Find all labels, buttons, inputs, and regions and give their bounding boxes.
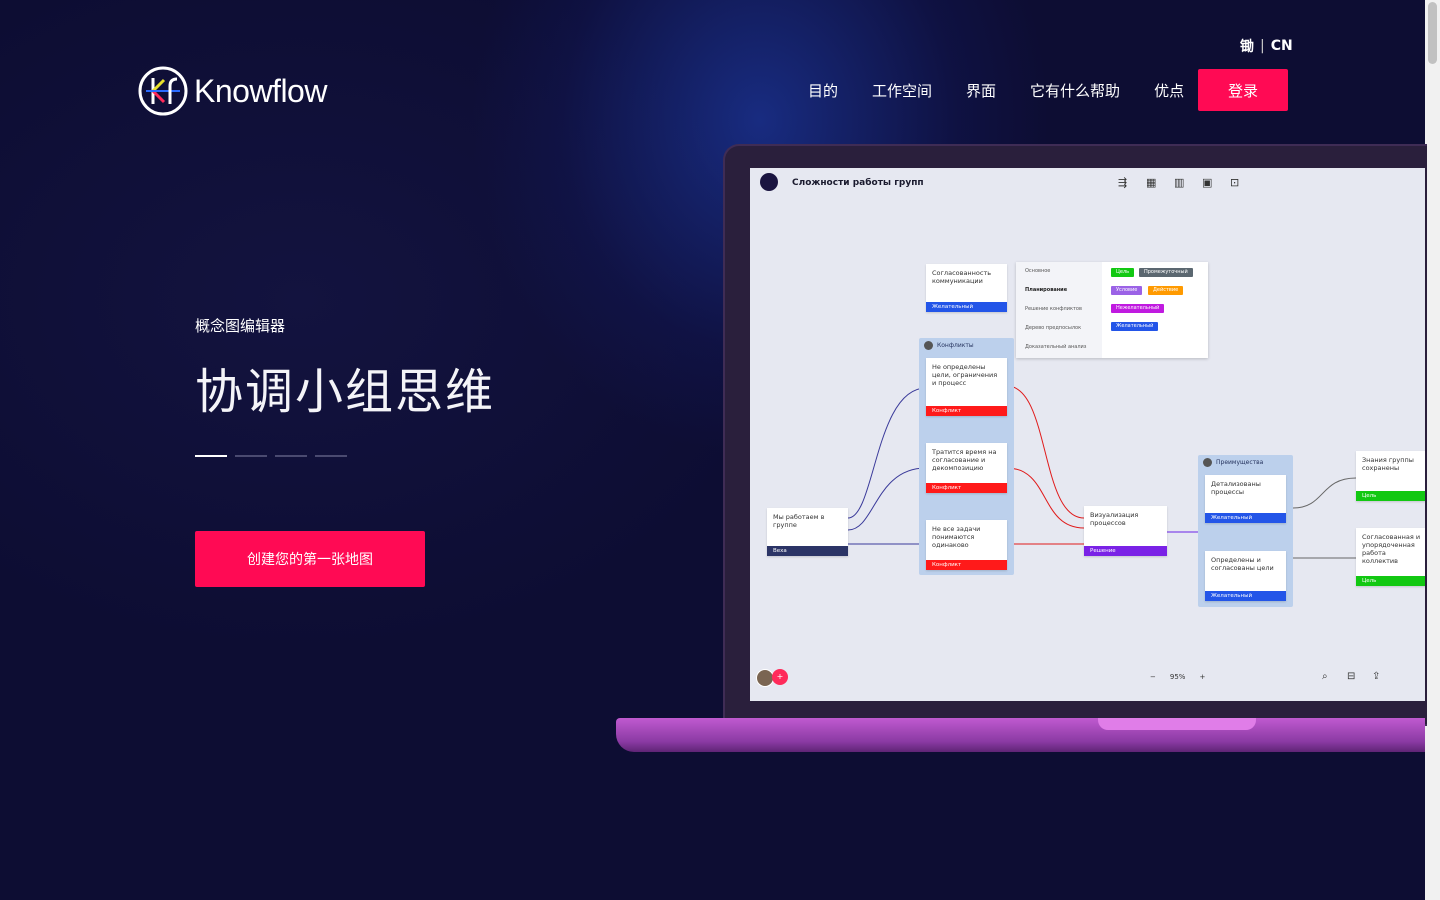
legend-menu-item[interactable]: Дерево предпосылок [1025,325,1082,331]
node-text: Детализованы процессы [1211,480,1261,496]
node-text: Согласованная и упорядоченная работа кол… [1362,533,1421,565]
create-map-button[interactable]: 创建您的第一张地图 [195,531,425,587]
legend-chip[interactable]: Действие [1148,286,1184,295]
language-separator: | [1260,38,1265,54]
slider-dot[interactable] [195,455,227,457]
node-text: Знания группы сохранены [1362,456,1414,472]
node-text: Визуализация процессов [1090,511,1139,527]
node-text: Определены и согласованы цели [1211,556,1274,572]
nav-item-how-it-helps[interactable]: 它有什么帮助 [1030,81,1121,100]
node-outcome-2[interactable]: Согласованная и упорядоченная работа кол… [1356,528,1425,586]
node-conflict-2[interactable]: Тратится время на согласование и декомпо… [926,443,1007,493]
group-title: Преимущества [1216,459,1264,466]
node-tag: Конфликт [926,483,1007,493]
grid-icon: ▦ [1146,176,1157,189]
node-tag: Желательный [1205,591,1286,601]
legend-chip[interactable]: Желательный [1111,322,1159,331]
group-title: Конфликты [937,342,974,349]
laptop-notch [1098,718,1256,730]
node-text: Согласованность коммуникации [932,269,992,285]
legend-menu [1016,262,1102,358]
node-tag: Решение [1084,546,1167,556]
legend-menu-item[interactable]: Планирование [1025,287,1068,293]
hero-eyebrow: 概念图编辑器 [195,317,286,335]
language-icon: 锄 [1240,39,1254,55]
node-conflict-3[interactable]: Не все задачи понимаются одинаково Конфл… [926,520,1007,570]
columns-icon: ▥ [1174,176,1185,189]
zoom-level: 95% [1169,673,1186,681]
layout-icon[interactable]: ⊟ [1347,671,1356,682]
main-nav: 目的 工作空间 界面 它有什么帮助 优点 [808,69,1218,111]
laptop-base [616,718,1425,752]
node-visualization[interactable]: Визуализация процессов Решение [1084,506,1167,556]
slider-dot[interactable] [275,455,307,457]
node-advantage-1[interactable]: Детализованы процессы Желательный [1205,475,1286,523]
legend-menu-item[interactable]: Решение конфликтов [1025,306,1082,312]
brand-name: Knowflow [194,72,327,109]
node-text: Мы работаем в группе [773,513,825,529]
node-tag: Конфликт [926,560,1007,570]
node-outcome-1[interactable]: Знания группы сохранены Цель [1356,451,1425,501]
node-text: Не все задачи понимаются одинаково [932,525,981,549]
tiles-icon: ▣ [1202,176,1213,189]
legend-menu-item[interactable]: Основное [1025,268,1051,274]
app-screenshot: Сложности работы групп ⇶ ▦ ▥ ▣ ⊡ Согласо… [750,168,1425,701]
presentation-icon: ⊡ [1230,176,1240,189]
node-tag: Цель [1356,491,1425,501]
legend-chip[interactable]: Условие [1111,286,1143,295]
connections [847,385,1357,559]
node-text: Не определены цели, ограничения и процес… [932,363,998,387]
scrollbar-thumb[interactable] [1428,2,1437,64]
logo[interactable]: Knowflow [138,66,327,116]
zoom-control: − 95% + [1150,673,1205,681]
node-tag: Желательный [1205,513,1286,523]
legend-chip[interactable]: Цель [1111,268,1135,277]
legend-menu-item[interactable]: Доказательный анализ [1025,344,1087,350]
login-button[interactable]: 登录 [1198,69,1288,111]
nav-item-workspace[interactable]: 工作空间 [872,81,933,100]
legend-chip[interactable]: Нежелательный [1111,304,1165,313]
align-icon: ⇶ [1118,176,1128,189]
zoom-in-button[interactable]: + [1199,673,1206,681]
app-logo-icon [760,173,778,191]
add-user-icon[interactable]: + [772,669,788,685]
legend-chip[interactable]: Промежуточный [1139,268,1193,277]
node-tag: Веха [767,546,848,556]
logo-icon [138,66,188,116]
legend-panel: Основное Планирование Решение конфликтов… [1016,262,1208,358]
node-advantage-2[interactable]: Определены и согласованы цели Желательны… [1205,551,1286,601]
group-icon [924,341,933,350]
group-icon [1203,458,1212,467]
node-tag: Цель [1356,576,1425,586]
hero-headline: 协调小组思维 [195,364,496,420]
language-switch[interactable]: 锄 | CN [1240,36,1293,56]
language-current[interactable]: CN [1270,38,1293,54]
search-icon[interactable]: ⌕ [1322,671,1328,682]
node-text: Тратится время на согласование и декомпо… [932,448,997,472]
map-title: Сложности работы групп [792,178,924,188]
node-start[interactable]: Мы работаем в группе Веха [767,508,848,556]
slider-indicators [195,455,347,457]
share-icon[interactable]: ⇪ [1372,671,1381,682]
nav-item-interface[interactable]: 界面 [966,81,997,100]
node-conflict-1[interactable]: Не определены цели, ограничения и процес… [926,358,1007,416]
scrollbar[interactable] [1425,0,1440,900]
nav-item-advantages[interactable]: 优点 [1154,81,1185,100]
node-communication[interactable]: Согласованность коммуникации Желательный [926,264,1007,312]
nav-item-purpose[interactable]: 目的 [808,81,839,100]
slider-dot[interactable] [315,455,347,457]
node-tag: Конфликт [926,406,1007,416]
node-tag: Желательный [926,302,1007,312]
zoom-out-button[interactable]: − [1150,673,1156,681]
slider-dot[interactable] [235,455,267,457]
app-bottom-bar: + − 95% + ⌕ ⊟ ⇪ [750,661,1425,701]
